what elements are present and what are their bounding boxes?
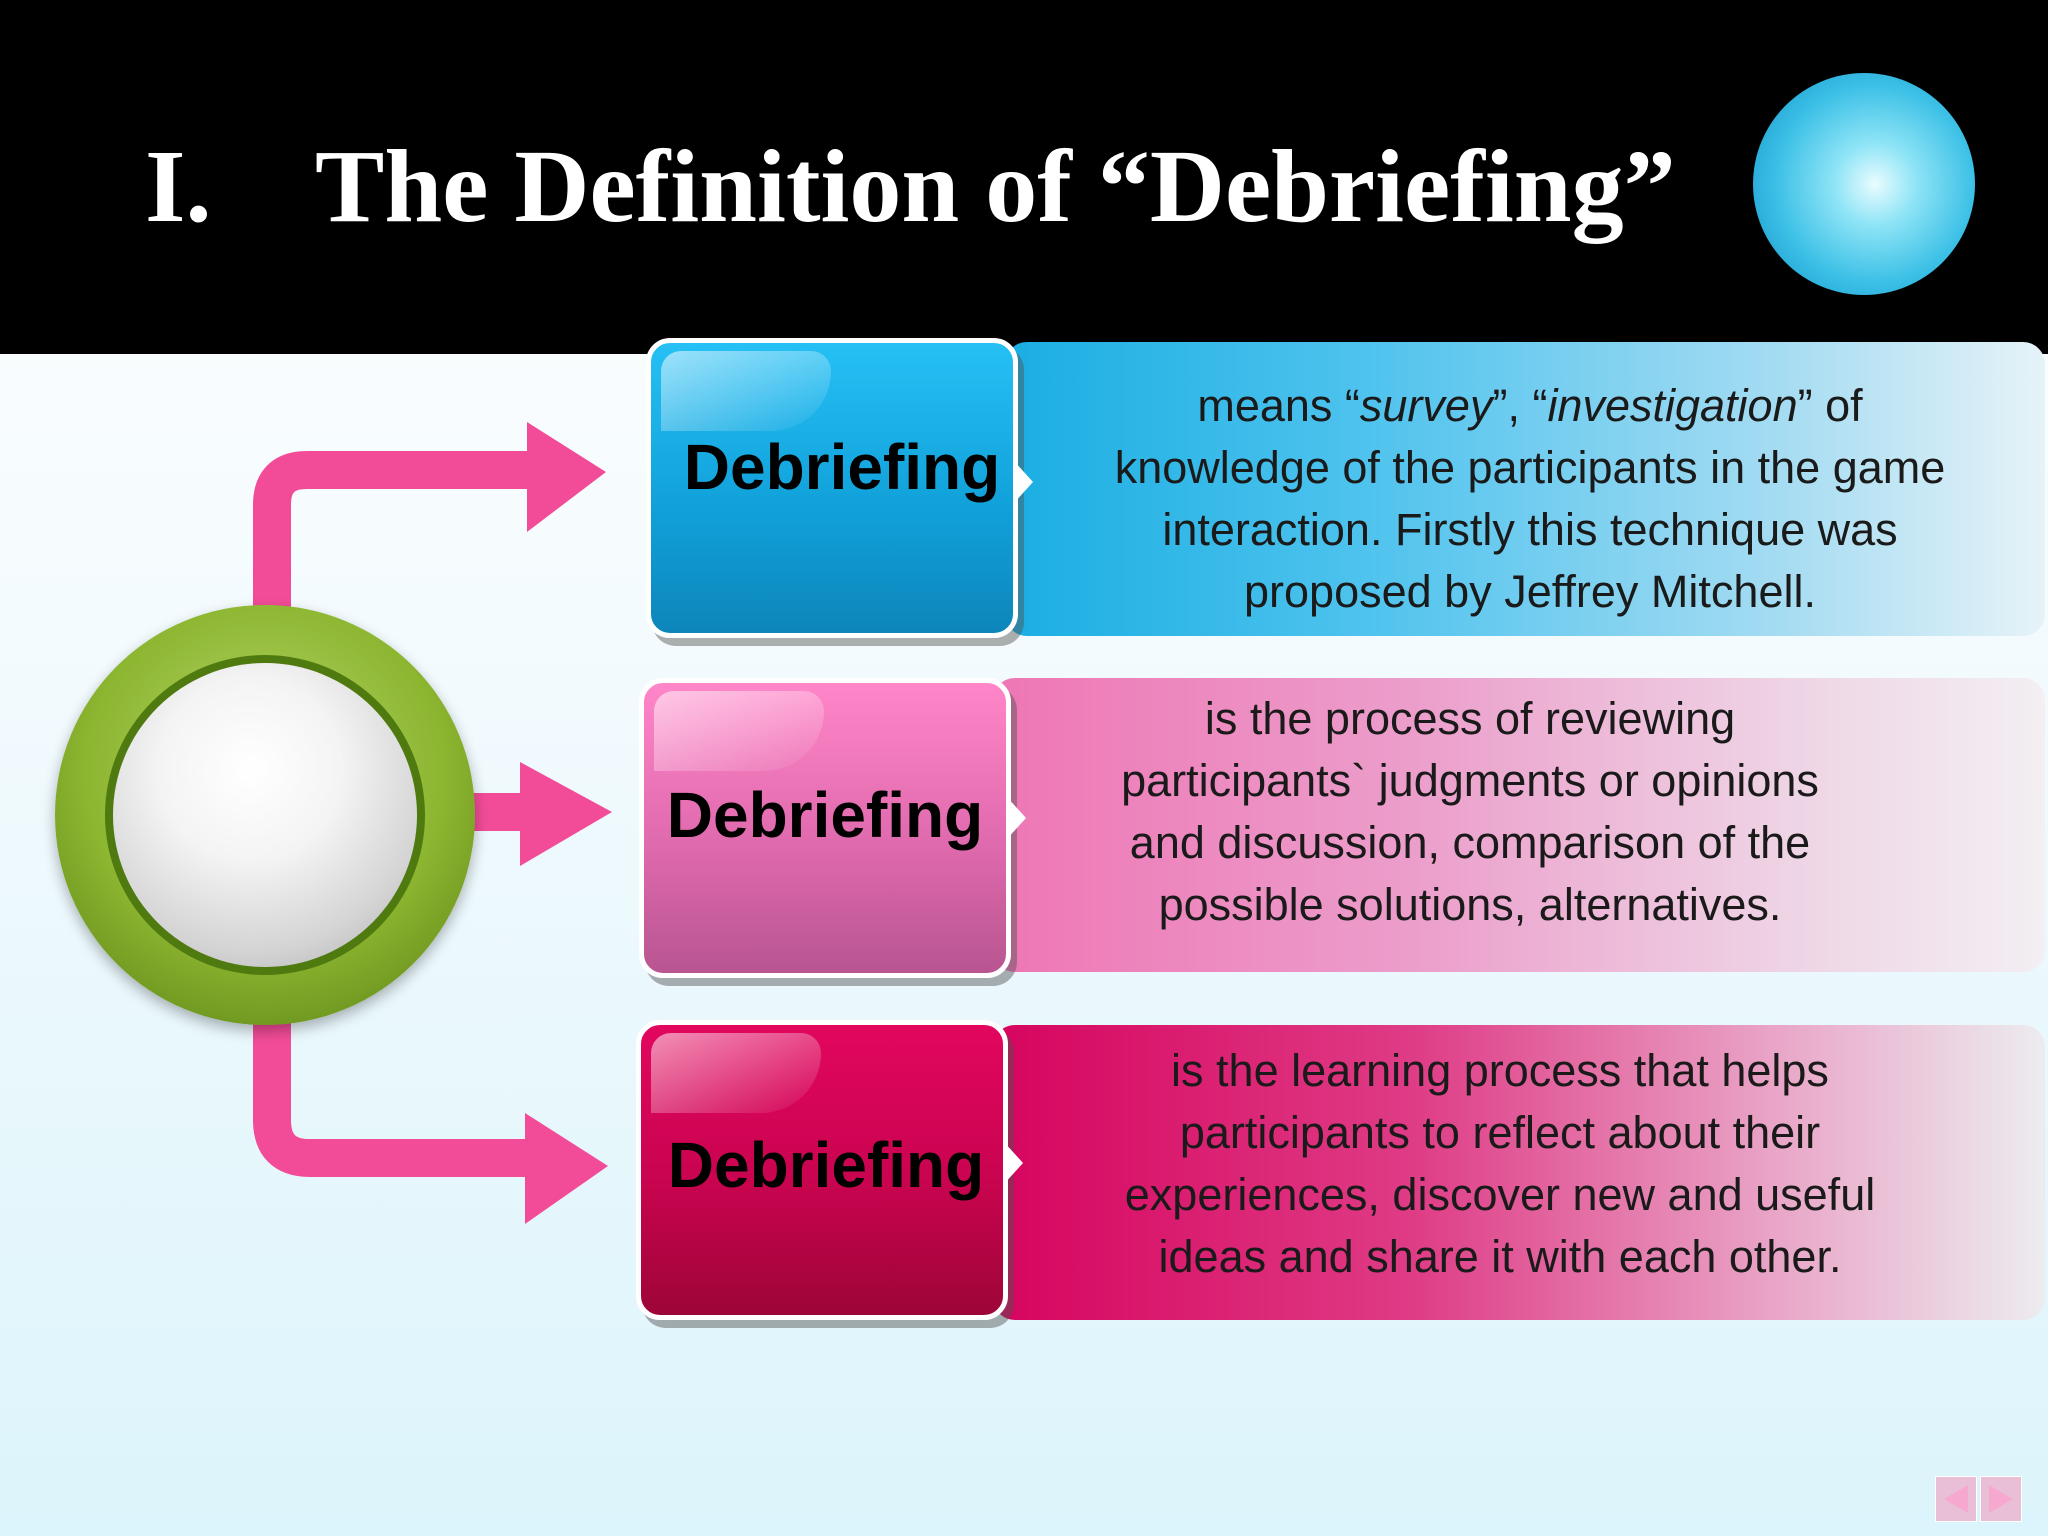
title-bar: I. The Definition of “Debriefing”	[0, 0, 2048, 354]
sphere-icon	[1753, 73, 1975, 295]
arrowhead-middle	[520, 762, 612, 866]
term-box-2: Debriefing	[639, 678, 1011, 978]
term-box-3: Debriefing	[636, 1020, 1008, 1320]
title-text: The Definition of “Debriefing”	[315, 129, 1676, 244]
definition-band-1	[1005, 342, 2045, 636]
definition-text-1: means “survey”, “investigation” of knowl…	[1050, 375, 2010, 623]
slide-title: I.The Definition of “Debriefing”	[145, 135, 1676, 239]
pointer-notch-2	[1006, 796, 1026, 840]
term-label: Debriefing	[683, 431, 1001, 503]
definition-text-2: is the process of reviewing participants…	[1035, 688, 1905, 936]
connector-top	[253, 451, 540, 615]
title-number: I.	[145, 129, 212, 244]
prev-arrow-icon	[1944, 1485, 1968, 1513]
definition-line: is the learning process that helps	[1171, 1045, 1829, 1096]
next-slide-button[interactable]	[1980, 1476, 2022, 1522]
arrowhead-top	[527, 422, 606, 532]
emphasis-survey: survey	[1359, 380, 1493, 431]
next-arrow-icon	[1989, 1485, 2013, 1513]
definition-text-3: is the learning process that helps parti…	[1040, 1040, 1960, 1288]
emphasis-investigation: investigation	[1547, 380, 1798, 431]
definition-line: possible solutions, alternatives.	[1158, 879, 1782, 930]
prev-slide-button[interactable]	[1935, 1476, 1977, 1522]
definition-line: interaction. Firstly this technique was	[1162, 504, 1898, 555]
definition-band-3	[993, 1025, 2045, 1320]
definition-line: ideas and share it with each other.	[1158, 1231, 1842, 1282]
definition-band-2	[993, 678, 2045, 972]
definition-line: is the process of reviewing	[1204, 693, 1736, 744]
definition-line: participants` judgments or opinions	[1121, 755, 1819, 806]
hub-circle	[55, 605, 475, 1025]
definition-line: participants to reflect about their	[1179, 1107, 1821, 1158]
term-box-1: Debriefing	[646, 338, 1018, 638]
pointer-notch-1	[1013, 460, 1033, 504]
definition-line: knowledge of the participants in the gam…	[1114, 442, 1946, 493]
pointer-notch-3	[1003, 1141, 1023, 1185]
connector-bottom	[253, 1015, 540, 1177]
arrowhead-bottom	[525, 1113, 608, 1224]
hub-sphere	[113, 663, 417, 967]
definition-line: means “survey”, “investigation” of	[1197, 380, 1863, 431]
term-label: Debriefing	[667, 1129, 985, 1201]
definition-line: and discussion, comparison of the	[1129, 817, 1811, 868]
definition-line: proposed by Jeffrey Mitchell.	[1244, 566, 1816, 617]
term-label: Debriefing	[666, 779, 984, 851]
definition-line: experiences, discover new and useful	[1124, 1169, 1876, 1220]
